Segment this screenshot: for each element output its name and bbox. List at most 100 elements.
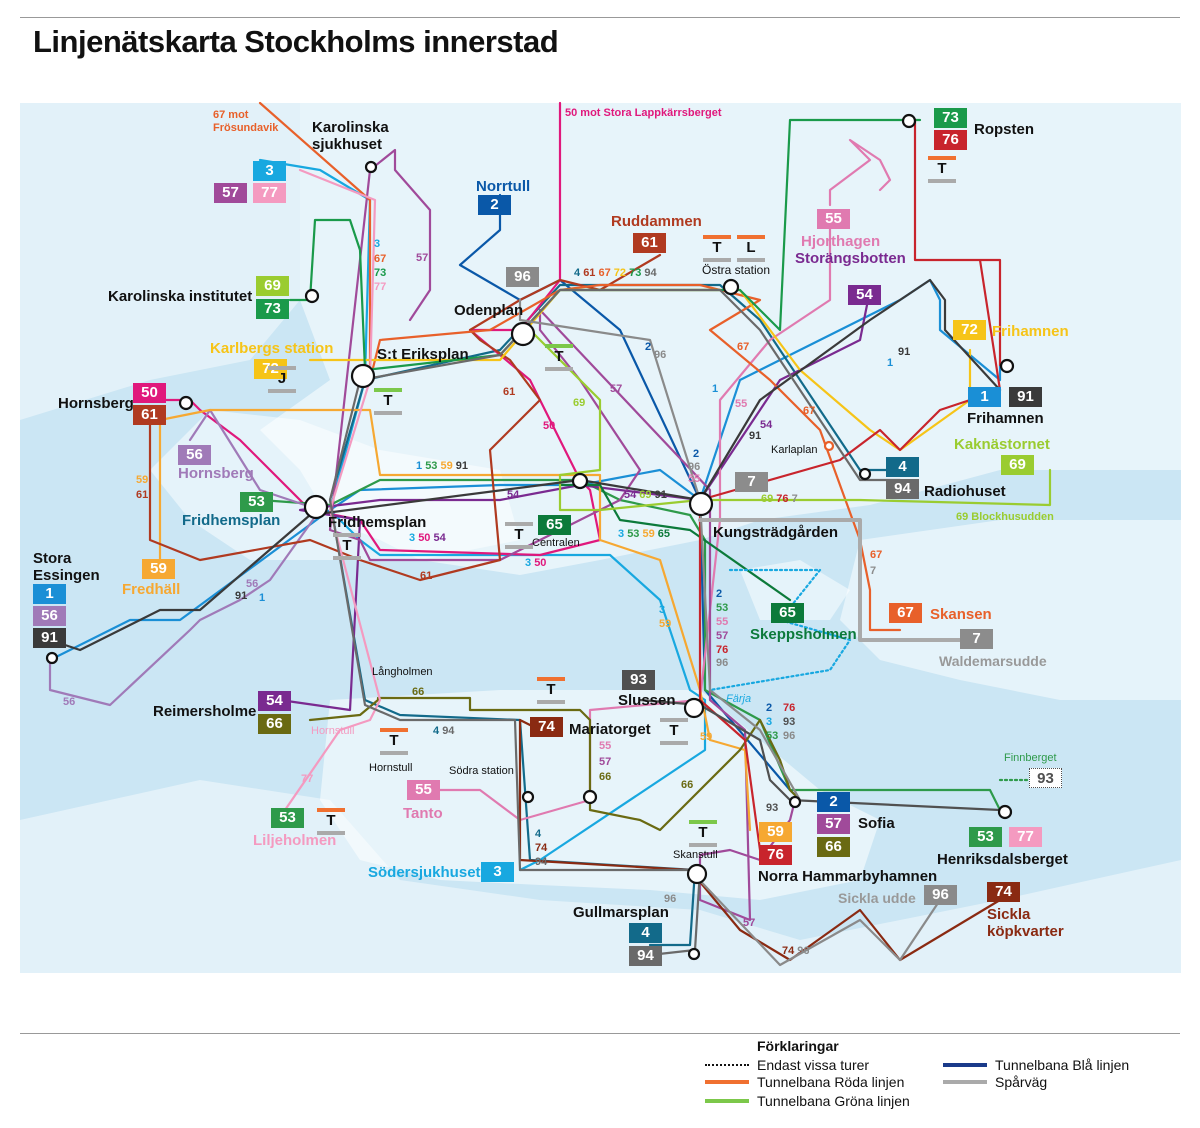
line-badge-1[interactable]: 1 bbox=[33, 584, 66, 604]
line-badge-94[interactable]: 94 bbox=[886, 479, 919, 499]
place-label-note-67[interactable]: 67 mot Frösundavik bbox=[213, 109, 279, 134]
place-label-sodra-station[interactable]: Södra station bbox=[449, 765, 514, 777]
place-label-sofia[interactable]: Sofia bbox=[858, 815, 895, 832]
place-label-kungstradgarden[interactable]: Kungsträdgården bbox=[713, 524, 839, 541]
place-label-norrtull[interactable]: Norrtull bbox=[476, 178, 531, 195]
line-badge-69[interactable]: 69 bbox=[256, 276, 289, 296]
place-label-sodersjukhuset[interactable]: Södersjukhuset bbox=[368, 864, 481, 881]
place-label-note-50[interactable]: 50 mot Stora Lappkärrsberget bbox=[565, 107, 722, 119]
line-badge-57[interactable]: 57 bbox=[817, 814, 850, 834]
line-badge-3[interactable]: 3 bbox=[253, 161, 286, 181]
place-label-sickla-udde[interactable]: Sickla udde bbox=[838, 890, 916, 906]
line-badge-7[interactable]: 7 bbox=[960, 629, 993, 649]
place-label-liljeholmen[interactable]: Liljeholmen bbox=[253, 832, 337, 849]
line-badge-93[interactable]: 93 bbox=[622, 670, 655, 690]
line-badge-4[interactable]: 4 bbox=[629, 923, 662, 943]
line-badge-76[interactable]: 76 bbox=[759, 845, 792, 865]
line-badge-73[interactable]: 73 bbox=[934, 108, 967, 128]
place-label-hornsberg-label[interactable]: Hornsberg bbox=[58, 395, 134, 412]
line-badge-96[interactable]: 96 bbox=[924, 885, 957, 905]
place-label-langholmen[interactable]: Långholmen bbox=[372, 666, 433, 678]
line-badge-55[interactable]: 55 bbox=[817, 209, 850, 229]
line-badge-57[interactable]: 57 bbox=[214, 183, 247, 203]
place-label-slussen[interactable]: Slussen bbox=[618, 692, 676, 709]
place-label-karlbergs-station[interactable]: Karlbergs station bbox=[210, 340, 334, 357]
place-label-skanstull[interactable]: Skanstull bbox=[673, 849, 718, 861]
place-label-ruddammen[interactable]: Ruddammen bbox=[611, 213, 702, 230]
line-badge-2[interactable]: 2 bbox=[817, 792, 850, 812]
place-label-st-eriksplan[interactable]: S:t Eriksplan bbox=[377, 346, 469, 363]
line-badge-7[interactable]: 7 bbox=[735, 472, 768, 492]
line-badge-93[interactable]: 93 bbox=[1029, 768, 1062, 788]
place-label-karolinska-sjukhuset[interactable]: Karolinska sjukhuset bbox=[312, 119, 389, 154]
line-badge-69[interactable]: 69 bbox=[1001, 455, 1034, 475]
line-badge-2[interactable]: 2 bbox=[478, 195, 511, 215]
line-badge-54[interactable]: 54 bbox=[848, 285, 881, 305]
line-badge-4[interactable]: 4 bbox=[886, 457, 919, 477]
place-label-fridhemsplan-teal[interactable]: Fridhemsplan bbox=[182, 512, 281, 529]
line-badge-56[interactable]: 56 bbox=[33, 606, 66, 626]
place-label-frihamnen[interactable]: Frihamnen bbox=[967, 410, 1044, 427]
line-badge-56[interactable]: 56 bbox=[178, 445, 211, 465]
line-badge-73[interactable]: 73 bbox=[256, 299, 289, 319]
line-badge-66[interactable]: 66 bbox=[817, 837, 850, 857]
place-label-mariatorget[interactable]: Mariatorget bbox=[569, 721, 651, 738]
line-badge-59[interactable]: 59 bbox=[142, 559, 175, 579]
place-label-hornsberg-purple[interactable]: Hornsberg bbox=[178, 465, 254, 482]
place-label-note-69[interactable]: 69 Blockhusudden bbox=[956, 511, 1054, 523]
place-label-kaknastornet[interactable]: Kaknästornet bbox=[954, 436, 1050, 453]
line-badge-65[interactable]: 65 bbox=[538, 515, 571, 535]
place-label-karlaplan[interactable]: Karlaplan bbox=[771, 444, 818, 456]
line-badge-74[interactable]: 74 bbox=[987, 882, 1020, 902]
line-badge-53[interactable]: 53 bbox=[969, 827, 1002, 847]
line-badge-77[interactable]: 77 bbox=[253, 183, 286, 203]
place-label-stora-essingen[interactable]: Stora Essingen bbox=[33, 550, 100, 585]
line-badge-55[interactable]: 55 bbox=[407, 780, 440, 800]
line-badge-91[interactable]: 91 bbox=[1009, 387, 1042, 407]
line-badge-53[interactable]: 53 bbox=[271, 808, 304, 828]
place-label-frihamnen-yellow[interactable]: Frihamnen bbox=[992, 323, 1069, 340]
place-label-waldemarsudde[interactable]: Waldemarsudde bbox=[939, 653, 1047, 669]
place-label-fredhall[interactable]: Fredhäll bbox=[122, 581, 181, 598]
line-badge-74[interactable]: 74 bbox=[530, 717, 563, 737]
place-label-hornstull[interactable]: Hornstull bbox=[369, 762, 413, 774]
line-badge-91[interactable]: 91 bbox=[33, 628, 66, 648]
place-label-skeppsholmen[interactable]: Skeppsholmen bbox=[750, 626, 857, 643]
place-label-norra-hammarbyhamnen[interactable]: Norra Hammarbyhamnen bbox=[758, 868, 938, 885]
line-badge-66[interactable]: 66 bbox=[258, 714, 291, 734]
place-label-hjorthagen[interactable]: Hjorthagen bbox=[801, 233, 881, 250]
line-badge-50[interactable]: 50 bbox=[133, 383, 166, 403]
place-label-karolinska-institutet[interactable]: Karolinska institutet bbox=[108, 288, 253, 305]
place-label-hornstull-pink[interactable]: Hornstull bbox=[311, 725, 355, 737]
line-badge-94[interactable]: 94 bbox=[629, 946, 662, 966]
place-label-radiohuset[interactable]: Radiohuset bbox=[924, 483, 1006, 500]
line-badge-1[interactable]: 1 bbox=[968, 387, 1001, 407]
place-label-sickla-kopkvarter[interactable]: Sickla köpkvarter bbox=[987, 906, 1064, 941]
place-label-tanto[interactable]: Tanto bbox=[403, 805, 443, 822]
line-badge-77[interactable]: 77 bbox=[1009, 827, 1042, 847]
place-label-skansen[interactable]: Skansen bbox=[930, 606, 992, 623]
place-label-ropsten[interactable]: Ropsten bbox=[974, 121, 1034, 138]
line-badge-67[interactable]: 67 bbox=[889, 603, 922, 623]
place-label-henriksdalsberget[interactable]: Henriksdalsberget bbox=[937, 851, 1068, 868]
line-badge-54[interactable]: 54 bbox=[258, 691, 291, 711]
line-badge-76[interactable]: 76 bbox=[934, 130, 967, 150]
place-label-odenplan[interactable]: Odenplan bbox=[454, 302, 524, 319]
place-label-ostra-station[interactable]: Östra station bbox=[702, 263, 771, 277]
line-badge-96[interactable]: 96 bbox=[506, 267, 539, 287]
place-label-fridhemsplan[interactable]: Fridhemsplan bbox=[328, 514, 427, 531]
place-label-centralen[interactable]: Centralen bbox=[532, 537, 580, 549]
line-badge-61[interactable]: 61 bbox=[633, 233, 666, 253]
place-label-gullmarsplan[interactable]: Gullmarsplan bbox=[573, 904, 669, 921]
place-label-farja[interactable]: Färja bbox=[726, 693, 752, 705]
place-label-reimersholme[interactable]: Reimersholme bbox=[153, 703, 257, 720]
place-label-storangsbotten[interactable]: Storängsbotten bbox=[795, 250, 906, 267]
line-badge-3[interactable]: 3 bbox=[481, 862, 514, 882]
line-badge-53[interactable]: 53 bbox=[240, 492, 273, 512]
line-badge-61[interactable]: 61 bbox=[133, 405, 166, 425]
line-badge-65[interactable]: 65 bbox=[771, 603, 804, 623]
place-label-finnberget[interactable]: Finnberget bbox=[1004, 752, 1057, 764]
line-badge-59[interactable]: 59 bbox=[759, 822, 792, 842]
line-badge-72[interactable]: 72 bbox=[953, 320, 986, 340]
